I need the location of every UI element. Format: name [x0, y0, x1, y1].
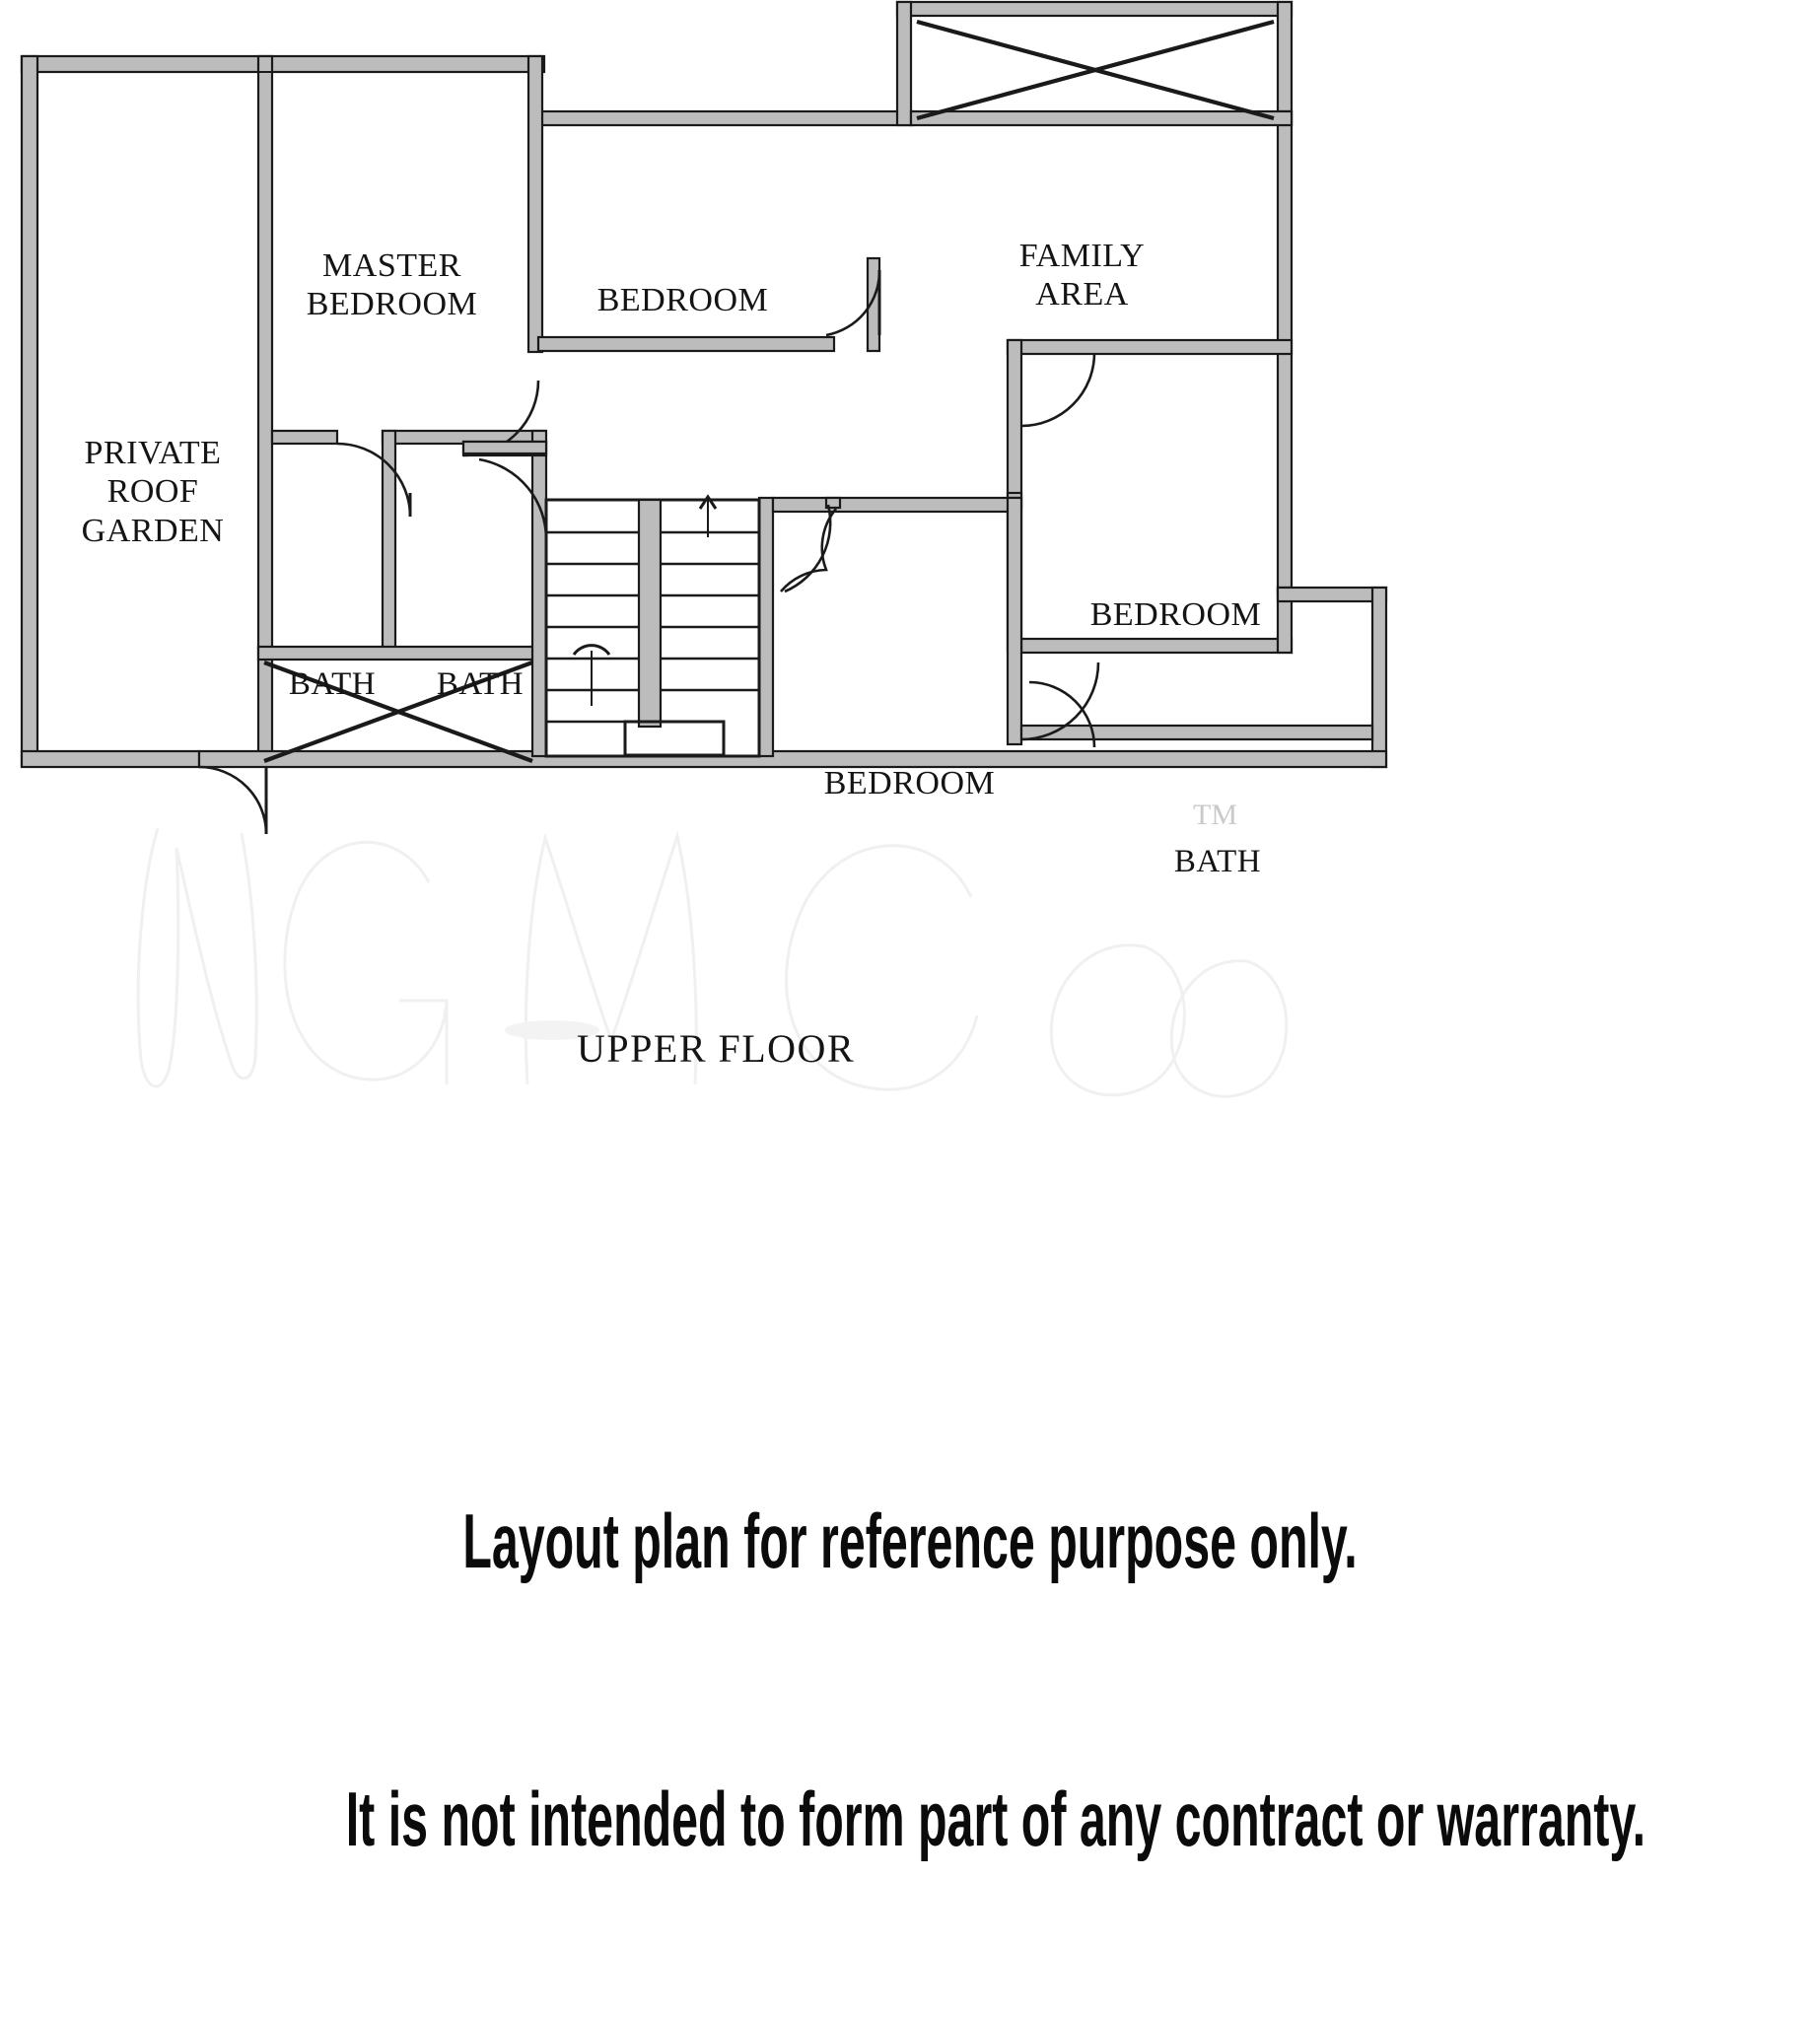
floor-plan-drawing: .w { fill:#bcbcbc; stroke:#1a1a1a; strok…	[20, 0, 1388, 1098]
floor-caption: UPPER FLOOR	[577, 1026, 856, 1071]
plan-linework: .w { fill:#bcbcbc; stroke:#1a1a1a; strok…	[20, 0, 1388, 835]
trademark-mark: TM	[1193, 799, 1237, 831]
disclaimer-line-1: Layout plan for reference purpose only.	[462, 1497, 1358, 1584]
disclaimer-line-2: It is not intended to form part of any c…	[345, 1775, 1646, 1862]
